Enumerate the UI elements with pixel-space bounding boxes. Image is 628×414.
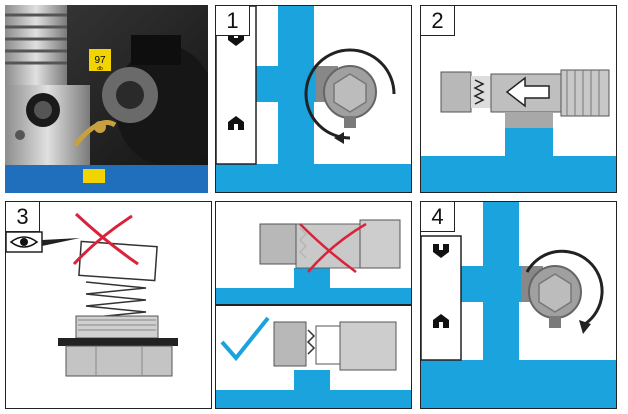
wrench-icon xyxy=(433,244,449,328)
fitting xyxy=(521,265,582,328)
clockwise-arrow-icon xyxy=(525,249,604,326)
svg-text:97: 97 xyxy=(94,55,106,66)
incorrect-assembly-panel xyxy=(215,201,412,305)
electric-motor xyxy=(102,35,208,165)
step-4-panel: 4 xyxy=(420,201,617,409)
cross-mark-icon xyxy=(72,212,139,266)
step-3-panel: 3 xyxy=(5,201,212,409)
step-number: 3 xyxy=(6,202,40,232)
compressor-base xyxy=(5,165,208,193)
compressor-photo-panel: 97 db xyxy=(5,5,208,193)
cylinder-head xyxy=(5,5,90,165)
compressor-photo: 97 db xyxy=(5,5,208,193)
step-1-panel: 1 xyxy=(215,5,412,193)
left-arrow-icon xyxy=(505,76,550,108)
threaded-plug xyxy=(58,315,178,377)
step-2-panel: 2 xyxy=(420,5,617,193)
fitting xyxy=(316,65,377,128)
step-number: 2 xyxy=(421,6,455,36)
cross-mark-icon xyxy=(299,222,367,274)
eye-icon xyxy=(9,236,39,248)
check-mark-icon xyxy=(220,316,270,362)
step-number: 4 xyxy=(421,202,455,232)
svg-text:db: db xyxy=(97,66,103,72)
correct-assembly-panel xyxy=(215,305,412,409)
step-number: 1 xyxy=(216,6,250,36)
noise-label xyxy=(89,49,111,71)
counterclockwise-arrow-icon xyxy=(304,48,396,140)
